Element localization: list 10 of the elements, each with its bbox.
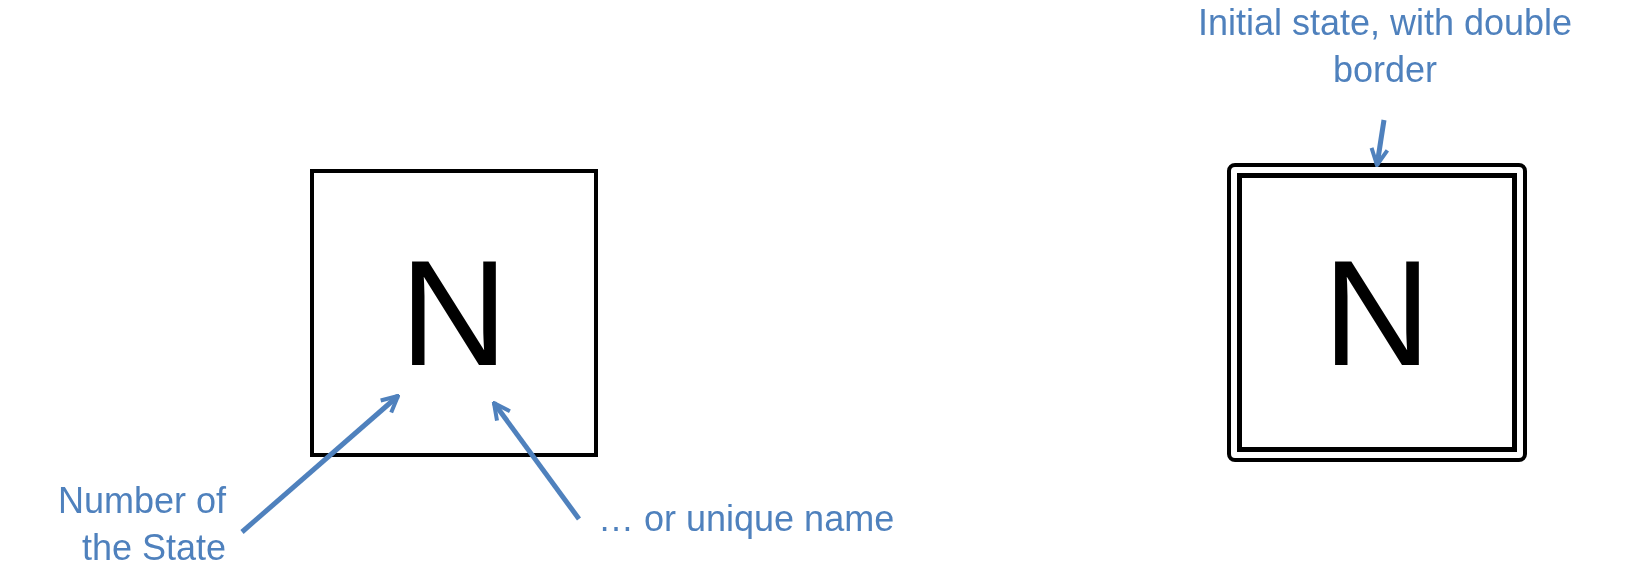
initial-state-box (1227, 163, 1527, 462)
leader-arrow (492, 401, 581, 521)
state-box (310, 169, 598, 457)
annotation-text: Initial state, with double border (1196, 1, 1574, 92)
leader-arrow (240, 394, 400, 534)
leader-arrow (1369, 119, 1390, 167)
annotation-text: Number of the State (56, 479, 226, 570)
state-label: N (1322, 237, 1432, 388)
state-label: N (399, 238, 509, 388)
annotation-text: … or unique name (598, 497, 896, 541)
